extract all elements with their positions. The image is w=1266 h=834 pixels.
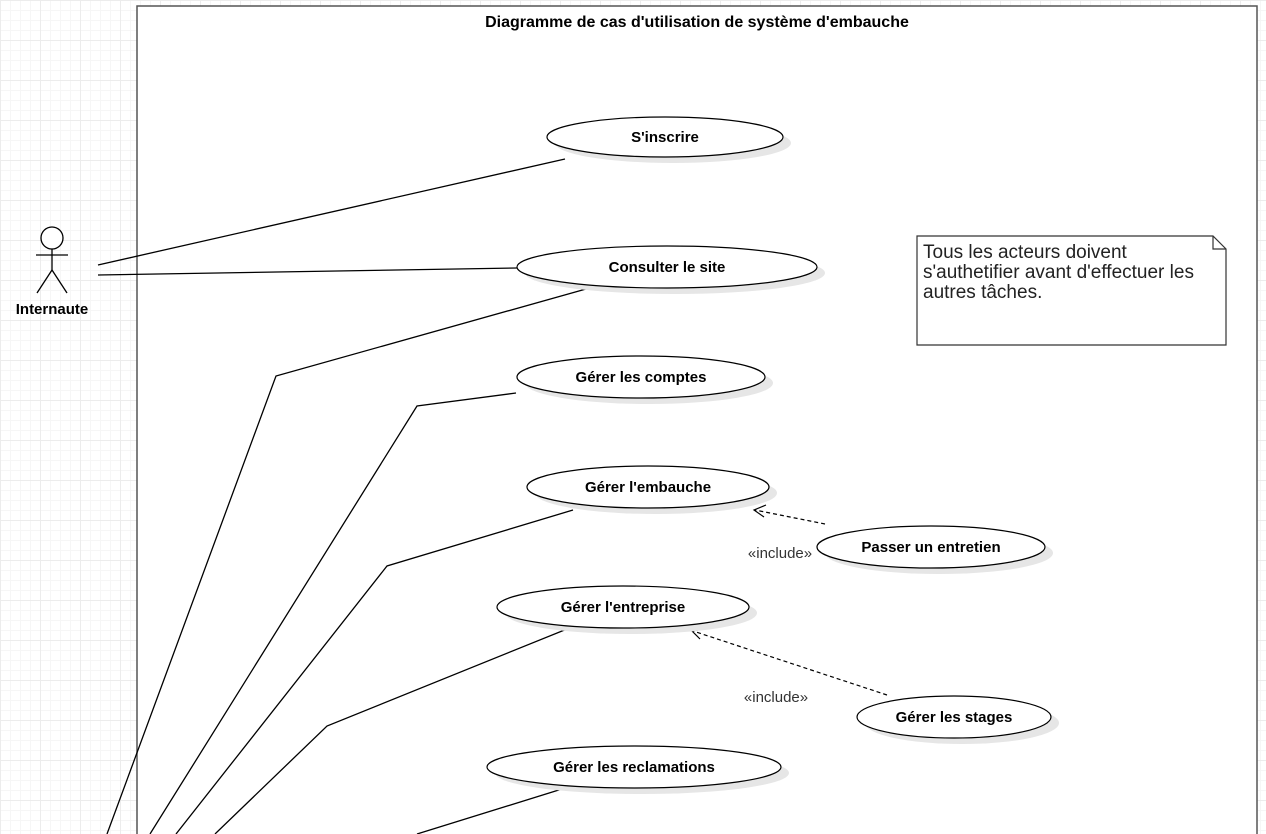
use-case-label: Gérer l'embauche <box>585 479 711 496</box>
association-internaute-sinscrire[interactable] <box>97 158 566 266</box>
connectors: «include» «include» <box>97 158 888 834</box>
note[interactable]: Tous les acteurs doivent s'authetifier a… <box>916 235 1227 346</box>
note-fold-icon <box>1212 236 1226 250</box>
use-case-label: Gérer les comptes <box>576 369 707 386</box>
association-embauche-line[interactable] <box>175 509 574 834</box>
use-case-stages[interactable]: Gérer les stages <box>856 695 1059 744</box>
actor-label: Internaute <box>16 301 89 318</box>
association-consulter-line[interactable] <box>106 288 587 834</box>
note-line-2: s'authetifier avant d'effectuer les <box>923 262 1194 283</box>
use-case-label: Gérer l'entreprise <box>561 599 685 616</box>
association-comptes-line[interactable] <box>149 392 517 834</box>
note-line-3: autres tâches. <box>923 282 1042 303</box>
include-label-stages: «include» <box>744 689 808 706</box>
include-label-entretien: «include» <box>748 545 812 562</box>
actor-internaute[interactable]: Internaute <box>16 226 89 318</box>
use-case-label: Gérer les stages <box>896 709 1013 726</box>
include-entretien-embauche[interactable] <box>754 509 826 525</box>
use-case-consulter[interactable]: Consulter le site <box>516 245 825 294</box>
association-reclamations-line[interactable] <box>416 788 563 834</box>
include-arrowhead <box>752 504 767 518</box>
association-entreprise-line[interactable] <box>214 628 568 834</box>
system-title: Diagramme de cas d'utilisation de systèm… <box>485 14 909 31</box>
include-stages-entreprise[interactable] <box>692 630 888 696</box>
use-case-reclamations[interactable]: Gérer les reclamations <box>486 745 789 794</box>
use-case-embauche[interactable]: Gérer l'embauche <box>526 465 777 514</box>
use-case-label: Consulter le site <box>609 259 726 276</box>
use-case-label: Gérer les reclamations <box>553 759 715 776</box>
use-case-comptes[interactable]: Gérer les comptes <box>516 355 773 404</box>
stick-figure-icon <box>36 226 68 294</box>
use-case-sinscrire[interactable]: S'inscrire <box>546 116 791 163</box>
use-case-entreprise[interactable]: Gérer l'entreprise <box>496 585 757 634</box>
use-case-label: S'inscrire <box>631 129 699 146</box>
note-line-1: Tous les acteurs doivent <box>923 242 1128 263</box>
association-internaute-consulter[interactable] <box>97 267 518 276</box>
use-case-entretien[interactable]: Passer un entretien <box>816 525 1053 574</box>
use-case-label: Passer un entretien <box>861 539 1000 556</box>
